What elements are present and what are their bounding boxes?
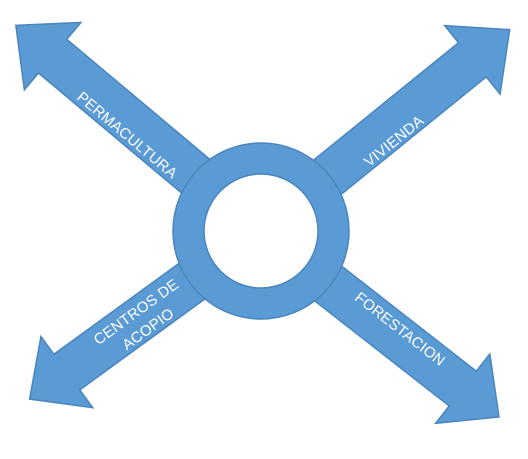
ring-hole [203, 173, 319, 289]
center-ring [172, 142, 350, 320]
